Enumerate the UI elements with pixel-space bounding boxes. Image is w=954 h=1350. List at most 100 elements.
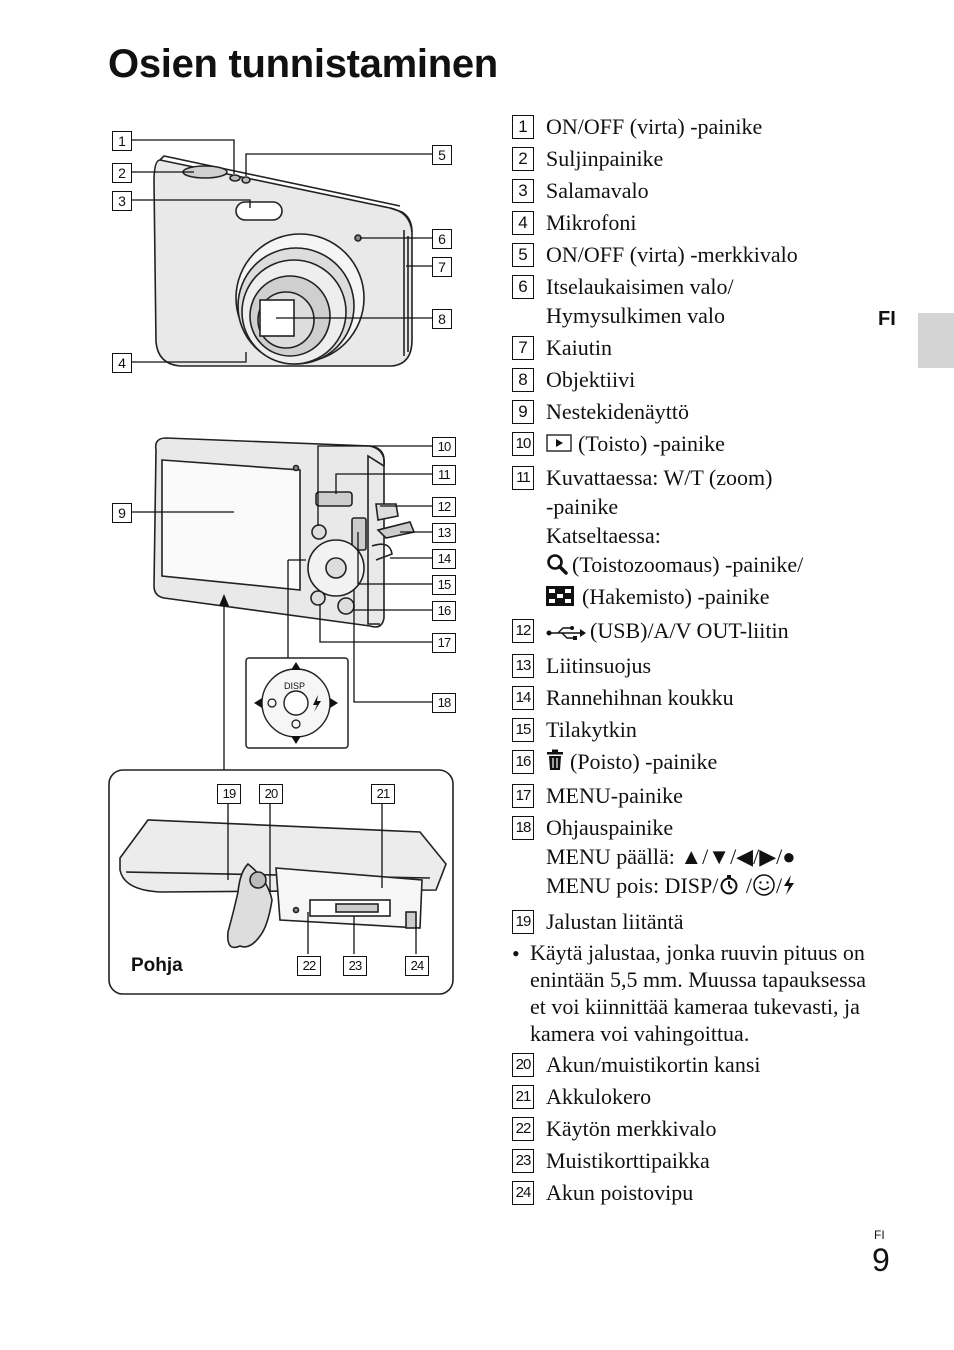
- legend-num: 21: [512, 1084, 534, 1109]
- legend-item-20: 20 Akun/muistikortin kansi: [512, 1050, 882, 1079]
- diagram-badge-7: 7: [432, 257, 452, 277]
- legend-text: Akkulokero: [546, 1083, 652, 1109]
- language-tab: [918, 313, 954, 368]
- diagram-badge-15: 15: [432, 575, 456, 595]
- magnifier-icon: [546, 553, 568, 582]
- legend-num: 9: [512, 400, 534, 424]
- legend-item-11: 11 Kuvattaessa: W/T (zoom) -painike Kats…: [512, 463, 882, 613]
- diagram-badge-21: 21: [371, 784, 395, 804]
- legend-item-9: 9 Nestekidenäyttö: [512, 397, 882, 426]
- legend-text: Akun/muistikortin kansi: [546, 1051, 761, 1077]
- disp-label: DISP: [284, 681, 305, 691]
- legend-num: 12: [512, 619, 534, 644]
- footer-language: FI: [874, 1228, 885, 1242]
- control-pad-inset: DISP: [245, 657, 349, 749]
- legend-num: 10: [512, 432, 534, 456]
- camera-parts-diagram: DISP 1 2 3 4 5 6 7 8: [100, 120, 470, 1010]
- usb-icon: [546, 619, 586, 648]
- bullet-mark: •: [512, 940, 520, 966]
- legend-num: 16: [512, 749, 534, 774]
- legend-text: MENU päällä: ▲/▼/◀/▶/●: [546, 844, 796, 870]
- legend-num: 24: [512, 1180, 534, 1205]
- legend-text: Akun poistovipu: [546, 1179, 694, 1205]
- legend-item-22: 22 Käytön merkkivalo: [512, 1114, 882, 1143]
- diagram-badge-12: 12: [432, 497, 456, 517]
- legend-item-3: 3 Salamavalo: [512, 176, 882, 205]
- legend-item-18: 18 Ohjauspainike MENU päällä: ▲/▼/◀/▶/● …: [512, 813, 882, 903]
- legend-text: (USB)/A/V OUT-liitin: [590, 618, 789, 644]
- diagram-badge-1: 1: [112, 131, 132, 151]
- camera-illustrations: DISP: [108, 139, 454, 995]
- legend-text: MENU-painike: [546, 783, 683, 809]
- legend-text: Ohjauspainike: [546, 815, 674, 841]
- diagram-badge-16: 16: [432, 601, 456, 621]
- page-number: 9: [872, 1242, 890, 1278]
- legend-text: MENU pois: DISP/: [546, 873, 719, 899]
- legend-text: Rannehihnan koukku: [546, 684, 734, 710]
- legend-item-21: 21 Akkulokero: [512, 1082, 882, 1111]
- diagram-badge-10: 10: [432, 437, 456, 457]
- legend-num: 4: [512, 211, 534, 235]
- playback-icon: [546, 431, 572, 460]
- legend-num: 11: [512, 466, 534, 491]
- diagram-badge-9: 9: [112, 503, 132, 523]
- legend-text: (Toistozoomaus) -painike/: [572, 552, 804, 578]
- diagram-badge-3: 3: [112, 191, 132, 211]
- legend-text: Käytön merkkivalo: [546, 1115, 717, 1141]
- legend-text: Tilakytkin: [546, 716, 637, 742]
- legend-text: Katseltaessa:: [546, 523, 661, 549]
- legend-num: 3: [512, 179, 534, 203]
- legend-text: Mikrofoni: [546, 210, 637, 235]
- legend-item-17: 17 MENU-painike: [512, 781, 882, 810]
- legend-text: (Poisto) -painike: [570, 748, 718, 774]
- diagram-badge-2: 2: [112, 163, 132, 183]
- diagram-badge-20: 20: [259, 784, 283, 804]
- legend-item-19: 19 Jalustan liitäntä: [512, 907, 882, 936]
- page-title: Osien tunnistaminen: [108, 42, 498, 86]
- legend-num: 13: [512, 653, 534, 678]
- legend-item-10: 10 (Toisto) -painike: [512, 429, 882, 460]
- legend-text: Nestekidenäyttö: [546, 399, 689, 424]
- legend-text: Muistikorttipaikka: [546, 1147, 710, 1173]
- note-text: Käytä jalustaa, jonka ruuvin pituus on e…: [530, 939, 867, 1046]
- legend-item-6: 6 Itselaukaisimen valo/Hymysulkimen valo: [512, 272, 882, 330]
- self-timer-icon: [718, 874, 740, 903]
- legend-text: Hymysulkimen valo: [546, 303, 726, 328]
- diagram-badge-13: 13: [432, 523, 456, 543]
- legend-num: 20: [512, 1052, 534, 1077]
- legend-item-4: 4 Mikrofoni: [512, 208, 882, 237]
- legend-num: 6: [512, 275, 534, 299]
- diagram-badge-18: 18: [432, 693, 456, 713]
- legend-num: 7: [512, 336, 534, 360]
- trash-icon: [546, 749, 564, 778]
- legend-text: Jalustan liitäntä: [546, 908, 684, 934]
- legend-item-14: 14 Rannehihnan koukku: [512, 683, 882, 712]
- bottom-view-label: Pohja: [131, 955, 183, 976]
- legend-text: /: [740, 873, 752, 899]
- legend-text: Itselaukaisimen valo/: [546, 274, 734, 299]
- legend-text: Salamavalo: [546, 178, 649, 203]
- legend-num: 22: [512, 1116, 534, 1141]
- tripod-note: • Käytä jalustaa, jonka ruuvin pituus on…: [512, 939, 882, 1047]
- flash-icon: [782, 874, 796, 903]
- diagram-badge-19: 19: [217, 784, 241, 804]
- legend-num: 2: [512, 147, 534, 171]
- legend-text: Kuvattaessa: W/T (zoom): [546, 465, 773, 491]
- diagram-badge-6: 6: [432, 229, 452, 249]
- language-tab-label: FI: [878, 308, 896, 330]
- legend-text: /: [775, 873, 783, 899]
- legend-text: Liitinsuojus: [546, 652, 652, 678]
- legend-num: 14: [512, 685, 534, 710]
- legend-num: 18: [512, 816, 534, 841]
- legend-text: (Toisto) -painike: [578, 431, 725, 456]
- legend-item-16: 16 (Poisto) -painike: [512, 747, 882, 778]
- legend-text: (Hakemisto) -painike: [582, 583, 770, 609]
- legend-num: 1: [512, 115, 534, 139]
- legend-text: ON/OFF (virta) -merkkivalo: [546, 242, 798, 267]
- legend-num: 19: [512, 909, 534, 934]
